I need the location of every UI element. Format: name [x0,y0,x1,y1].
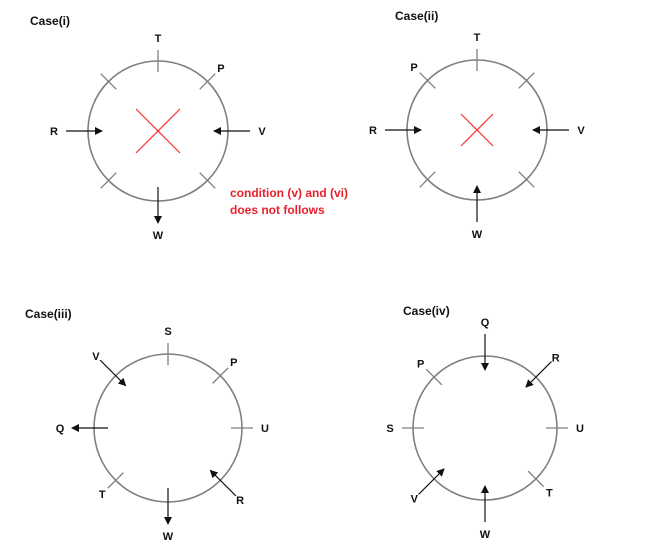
case-iii-pos-90-label: U [261,423,269,435]
case-iii-pos-135-label: R [236,495,244,507]
case-iii-pos-315-label: V [92,351,100,363]
case-iii-pos-225-tick [107,472,124,489]
case-i-pos-0-label: T [155,33,162,45]
case-iii-pos-0-label: S [164,326,171,338]
case-iv-title: Case(iv) [403,304,450,318]
case-i-pos-315-tick [100,73,117,90]
case-iv-pos-0-label: Q [481,317,490,329]
case-i-title: Case(i) [30,14,70,28]
case-iv-pos-45-arrow [525,361,552,388]
case-iv-pos-225-label: V [411,494,419,506]
case-iii-pos-270-label: Q [56,423,65,435]
case-ii-pos-135-tick [518,171,535,188]
case-iv-pos-270-label: S [386,423,393,435]
case-ii-pos-315-tick [419,72,436,89]
case-iv-pos-180-label: W [480,529,491,541]
case-i-cross-line-2 [135,108,181,154]
case-ii-title: Case(ii) [395,9,438,23]
case-ii-pos-270-label: R [369,125,377,137]
case-ii-pos-315-label: P [410,62,417,74]
case-i-diagram: T P V W R [50,33,266,242]
case-iii-pos-45-label: P [230,357,237,369]
case-iv-pos-45-label: R [552,352,560,364]
case-i-pos-90-label: V [258,126,266,138]
case-iv-pos-315-tick [425,368,443,386]
case-ii-pos-0-label: T [474,32,481,44]
condition-note-line-2: does not follows [230,203,325,217]
case-iv-diagram: Q R U T W V S P [386,317,584,541]
case-i-pos-270-label: R [50,126,58,138]
case-iii-pos-315-arrow [99,359,127,387]
case-iv-pos-315-label: P [417,359,424,371]
case-i-pos-180-label: W [153,230,164,242]
case-iv-pos-225-arrow [418,468,445,495]
case-iii-pos-180-label: W [163,531,174,541]
case-ii-cross-line-2 [460,113,494,147]
case-i-pos-135-tick [199,172,216,189]
case-iii-pos-45-tick [212,367,229,384]
case-ii-diagram: T V W R P [369,32,585,241]
case-i-pos-45-label: P [217,63,224,75]
case-i-pos-225-tick [100,172,117,189]
condition-note-line-1: condition (v) and (vi) [230,186,348,200]
case-ii-pos-225-tick [419,171,436,188]
case-iv-pos-135-tick [527,470,545,488]
case-ii-pos-180-label: W [472,229,483,241]
case-ii-pos-90-label: V [577,125,585,137]
case-iv-pos-90-label: U [576,423,584,435]
case-iii-title: Case(iii) [25,307,72,321]
case-ii-pos-45-tick [518,72,535,89]
case-iii-pos-135-arrow [209,469,237,497]
case-iii-pos-225-label: T [99,489,106,501]
case-iii-diagram: S P U R W T Q V [56,326,269,541]
case-i-pos-45-tick [199,73,216,90]
case-iv-pos-135-label: T [546,487,553,499]
